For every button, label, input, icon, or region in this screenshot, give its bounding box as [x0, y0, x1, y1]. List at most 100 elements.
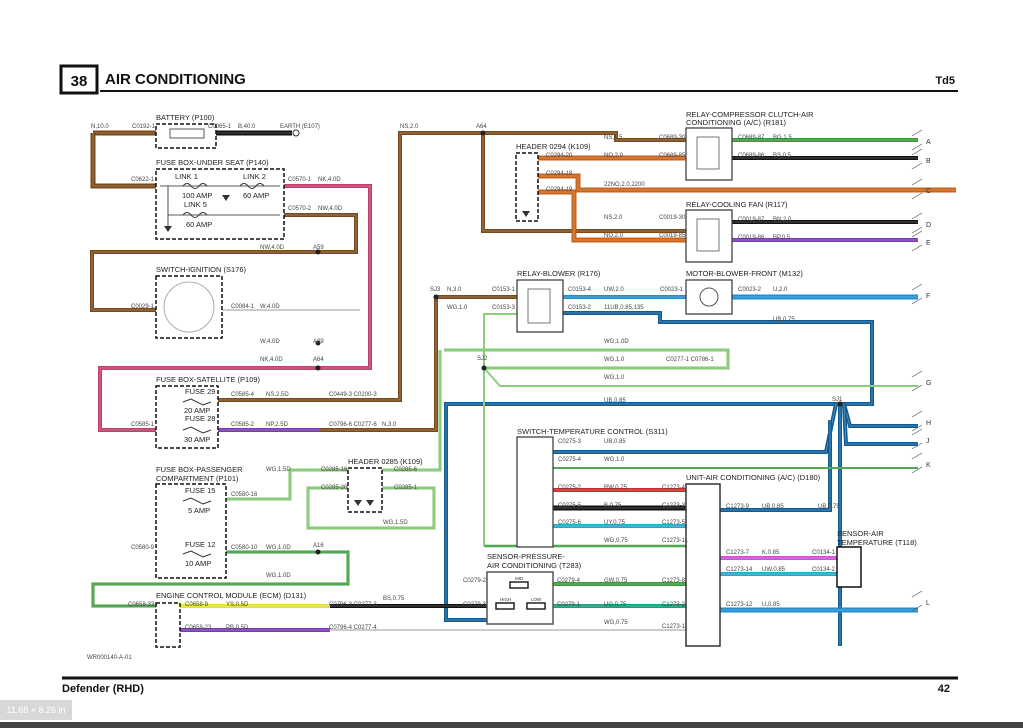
header-0294-label: HEADER 0294 (K109) — [516, 142, 591, 151]
mid-label: MID — [515, 576, 524, 581]
connector-label: C0023-2 — [738, 287, 762, 293]
connector-label: C0029-1 — [131, 304, 155, 310]
connector-label: C0689-30 — [659, 135, 686, 141]
wire — [842, 403, 918, 446]
sensor-air-label-1: SENSOR-AIR — [837, 529, 884, 538]
connector-label: C1273-14 — [726, 567, 753, 573]
wire-label: NP,2.5D — [266, 422, 289, 428]
output-terminal-b: B — [926, 158, 931, 165]
fuse-link2-icon — [239, 183, 265, 189]
wire-label: NO,2.0 — [604, 233, 624, 239]
wire — [90, 133, 156, 189]
ground-arrow-icon — [222, 195, 230, 201]
connector-label: C0449-3 C0200-3 — [329, 392, 377, 398]
terminal-cut-icon — [911, 452, 923, 474]
wire-label: K,0.85 — [762, 550, 780, 556]
wire-label: U,0.85 — [762, 602, 780, 608]
connector-label: C0019-86 — [738, 235, 765, 241]
wire — [444, 311, 874, 622]
fuse15-amp: 5 AMP — [188, 506, 210, 515]
link5-label: LINK 5 — [184, 200, 207, 209]
pressure-switch-mid-icon — [509, 581, 529, 589]
connector-label: C1273-11 — [662, 538, 689, 544]
splice-a59: A59 — [313, 245, 324, 251]
connector-label: C0153-1 — [492, 287, 516, 293]
wire-stripe — [307, 487, 435, 529]
relay-blower-label: RELAY-BLOWER (R176) — [517, 269, 601, 278]
pressure-switch-high-icon — [495, 602, 515, 610]
wire-label: BS,0.5 — [773, 153, 792, 159]
wire — [90, 213, 358, 312]
wire-label: GW,0.75 — [604, 578, 628, 584]
splice-dot — [837, 401, 843, 407]
wire-stripe — [92, 551, 349, 607]
wire-label: WG,1.5D — [266, 467, 291, 473]
output-terminal-a: A — [926, 139, 931, 146]
wire-label: UB,0.85 — [604, 439, 626, 445]
relay-coil-icon — [696, 136, 720, 170]
wire-stripe — [720, 420, 831, 511]
wire-stripe — [91, 214, 357, 311]
wire-stripe — [538, 191, 686, 241]
wire-stripe — [320, 296, 517, 431]
relay-compressor-label-2: CONDITIONING (A/C) (R181) — [686, 118, 787, 127]
connector-label: C0279-2 — [463, 578, 487, 584]
splice-dot — [315, 340, 321, 346]
switch-ignition-box — [155, 275, 223, 339]
wire-label: NS,2.0 — [400, 124, 419, 130]
viewer-bottom-bar — [0, 722, 1023, 728]
wire-label: NS,2.0 — [604, 215, 623, 221]
wire-label: RW,0.75 — [604, 485, 628, 491]
output-terminal-h: H — [926, 420, 931, 427]
wire-stripe — [382, 350, 441, 471]
ground-arrow-icon — [354, 500, 362, 506]
wires — [90, 130, 956, 646]
fusebox-passenger — [155, 483, 227, 579]
connector-label: C1273-12 — [726, 602, 753, 608]
fuse29-icon — [182, 398, 212, 406]
relay-compressor-label-1: RELAY-COMPRESSOR CLUTCH-AIR — [686, 110, 814, 119]
fuse29-amp: 20 AMP — [184, 406, 210, 415]
earth-icon — [292, 129, 300, 137]
output-terminal-e: E — [926, 240, 931, 247]
ignition-dial-icon — [163, 281, 215, 333]
wire-stripe — [843, 403, 918, 427]
sensor-pressure-label-1: SENSOR-PRESSURE- — [487, 552, 565, 561]
fuse-link1-icon — [182, 183, 208, 189]
terminal-cut-icon — [911, 212, 923, 234]
fuse12-amp: 10 AMP — [185, 559, 211, 568]
connector-label: C1273-1 — [662, 624, 686, 630]
wire-label: W,4.0D — [260, 304, 280, 310]
connector-label: C0585-2 — [231, 422, 255, 428]
wire — [538, 173, 956, 193]
connector-label: C0294-20 — [546, 153, 573, 159]
connector-label: C1273-9 — [726, 504, 750, 510]
connector-label: C0622-1 — [131, 177, 155, 183]
header-0294-box — [515, 152, 539, 222]
wire — [226, 468, 348, 501]
wire-label: WG,1.0 — [604, 457, 625, 463]
connector-label: C0065-1 — [208, 124, 232, 130]
wire-label: BG,1.5 — [773, 135, 792, 141]
ground-arrow-icon — [164, 226, 172, 232]
wire — [481, 133, 686, 233]
connector-label: C0689-86 — [738, 153, 765, 159]
terminal-cut-icon — [911, 178, 923, 200]
fusebox-satellite — [155, 385, 219, 449]
unit-ac-box — [685, 483, 721, 647]
connector-label: C0570-2 — [288, 206, 312, 212]
wire — [553, 403, 838, 454]
connector-label: C0279-4 — [557, 578, 581, 584]
wire-label: UB,0.75 — [818, 504, 840, 510]
splice-sj2: SJ2 — [477, 356, 488, 362]
page-size-badge: 11.68 × 8.26 in — [0, 700, 72, 720]
connector-label: C0019-85 — [659, 233, 686, 239]
connector-label: C1273-5 — [662, 520, 686, 526]
wire-label: BN,2.0 — [773, 217, 792, 223]
connector-label: EARTH (E107) — [280, 124, 320, 130]
terminal-cut-icon — [911, 283, 923, 305]
connector-label: C1273-3 — [662, 503, 686, 509]
splice-dot — [315, 249, 321, 255]
splice-dot — [315, 365, 321, 371]
splice-sj3: SJ3 — [430, 287, 441, 293]
